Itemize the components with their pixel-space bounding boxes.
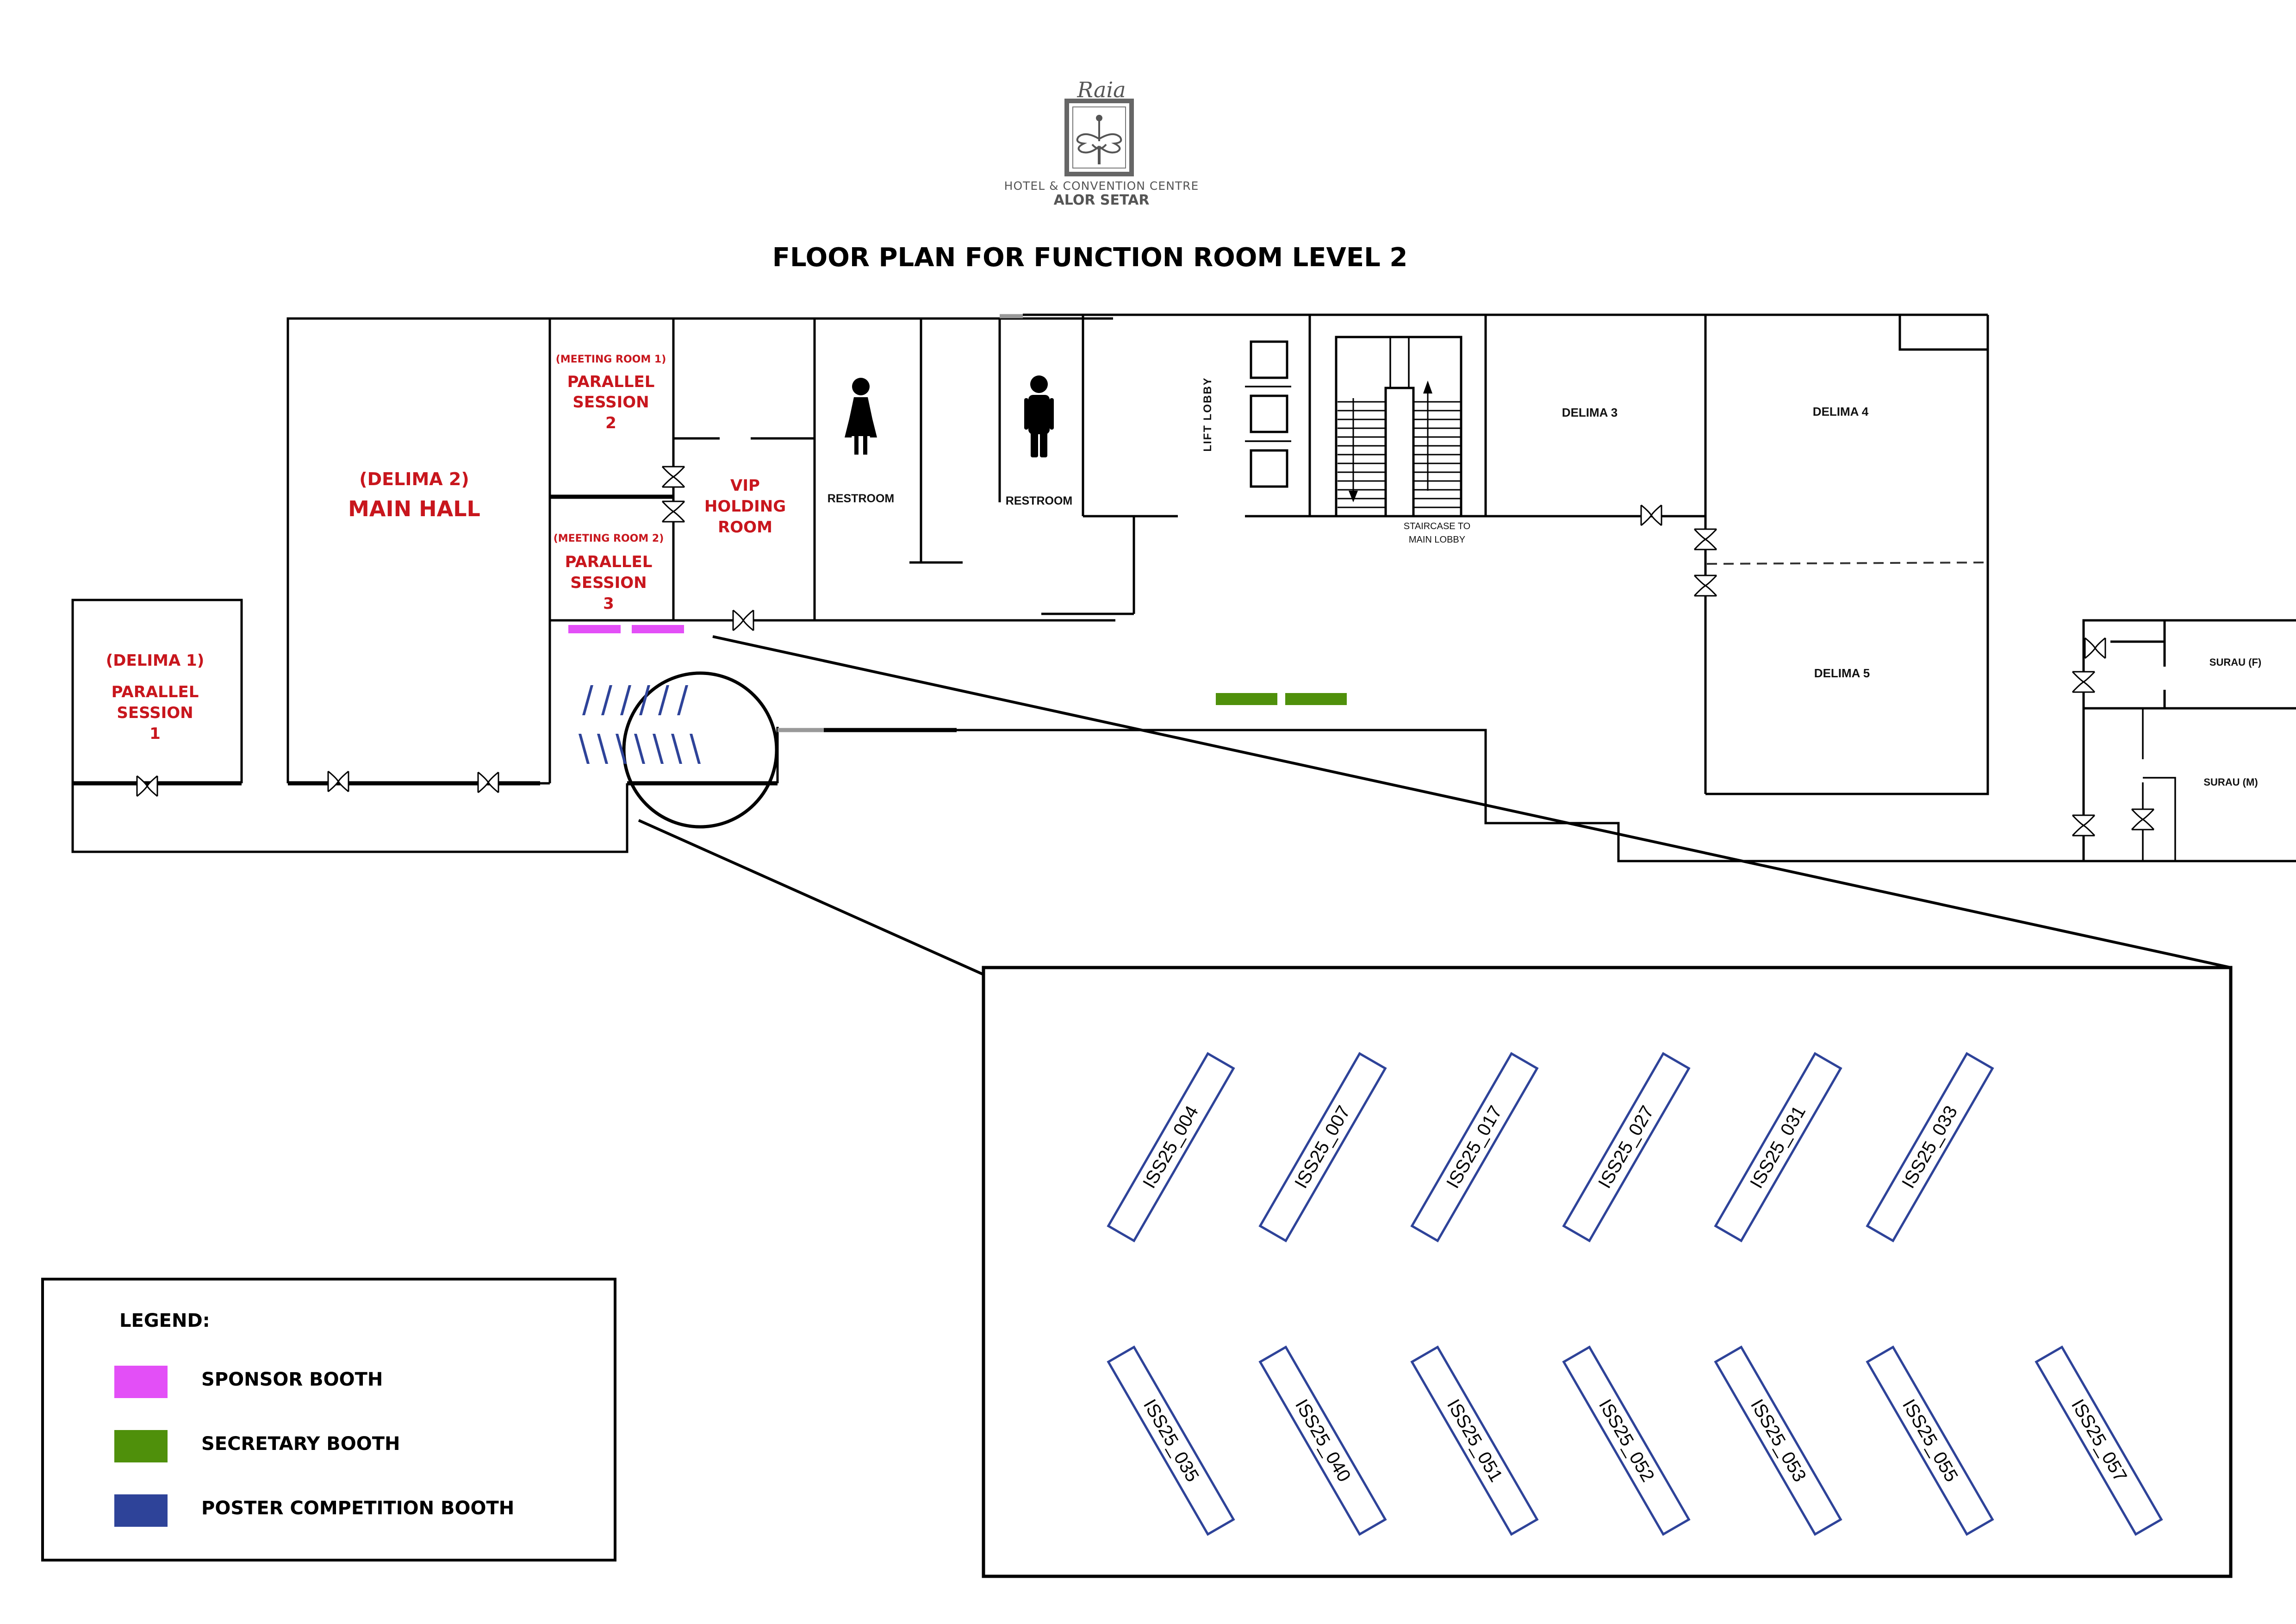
surau-m-label: SURAU (M)	[2203, 776, 2258, 788]
female-restroom-icon	[845, 378, 877, 455]
room-delima-1: (DELIMA 1) PARALLEL SESSION 1	[106, 651, 204, 743]
hibiscus-icon	[1076, 115, 1122, 164]
legend-label-sponsor: SPONSOR BOOTH	[201, 1369, 383, 1390]
mini-poster-booth	[690, 734, 701, 764]
poster-zoom-panel	[982, 966, 2233, 1578]
vip-line2: HOLDING	[704, 497, 786, 516]
meeting-1-line3: 2	[605, 414, 616, 432]
main-hall-name: MAIN HALL	[348, 496, 480, 521]
meeting-1-tag: (MEETING ROOM 1)	[556, 354, 666, 365]
legend-swatch-sponsor	[114, 1366, 168, 1398]
legend-swatch-secretary	[114, 1430, 168, 1462]
meeting-2-line2: SESSION	[570, 574, 647, 592]
vip-line1: VIP	[730, 476, 760, 495]
poster-booth-outline	[1866, 1052, 1994, 1243]
delima-1-line3: 1	[149, 725, 161, 743]
poster-booth-outline	[2035, 1345, 2163, 1536]
poster-booth-outline	[1258, 1345, 1387, 1536]
sponsor-booths	[568, 625, 684, 633]
mini-poster-booth	[597, 734, 608, 764]
poster-booth-outline	[1410, 1345, 1539, 1536]
poster-booth-outline	[1714, 1345, 1842, 1536]
staircase-label-2: MAIN LOBBY	[1409, 535, 1465, 545]
restroom-f-label: RESTROOM	[828, 492, 894, 505]
staircase-label-1: STAIRCASE TO	[1404, 521, 1470, 531]
surau-f-label: SURAU (F)	[2209, 656, 2261, 668]
hotel-logo: Raia HOTEL & CONVENTION CENTRE ALOR SETA…	[1004, 77, 1199, 208]
male-restroom-icon	[1024, 375, 1054, 457]
mini-poster-booth	[634, 734, 645, 764]
logo-frame	[1064, 99, 1134, 176]
poster-booth-outline	[1714, 1052, 1842, 1243]
delima-4-label: DELIMA 4	[1813, 405, 1869, 418]
legend-swatch-poster	[114, 1494, 168, 1527]
delima-1-line2: SESSION	[117, 704, 193, 722]
sponsor-booth[interactable]	[632, 625, 684, 633]
poster-booth-outline	[1410, 1052, 1539, 1243]
legend-label-secretary: SECRETARY BOOTH	[201, 1433, 400, 1455]
logo-line2: ALOR SETAR	[1054, 192, 1150, 208]
room-meeting-2: (MEETING ROOM 2) PARALLEL SESSION 3	[554, 533, 664, 613]
meeting-1-line1: PARALLEL	[567, 373, 655, 391]
lift-lobby-label: LIFT LOBBY	[1201, 377, 1214, 451]
mini-poster-booth	[582, 685, 593, 715]
mini-poster-booth	[620, 685, 631, 715]
secretary-booth[interactable]	[1216, 693, 1277, 705]
room-vip-holding: VIP HOLDING ROOM	[704, 476, 786, 537]
room-meeting-1: (MEETING ROOM 1) PARALLEL SESSION 2	[556, 354, 666, 432]
meeting-2-tag: (MEETING ROOM 2)	[554, 533, 664, 544]
mini-poster-booth	[579, 734, 590, 764]
mini-poster-booth	[616, 734, 627, 764]
sponsor-booth[interactable]	[568, 625, 621, 633]
logo-brand: Raia	[1076, 77, 1126, 102]
main-hall-tag: (DELIMA 2)	[359, 469, 469, 489]
poster-booth-outline	[1107, 1052, 1235, 1243]
legend: LEGEND: SPONSOR BOOTH SECRETARY BOOTH PO…	[41, 1278, 616, 1562]
meeting-2-line3: 3	[603, 594, 614, 613]
vip-line3: ROOM	[718, 518, 772, 537]
poster-booth-outline	[1258, 1052, 1387, 1243]
legend-title: LEGEND:	[119, 1310, 210, 1331]
legend-label-poster: POSTER COMPETITION BOOTH	[201, 1498, 514, 1519]
floor-plan	[71, 313, 2296, 862]
secretary-booths	[1216, 693, 1347, 705]
page-title: FLOOR PLAN FOR FUNCTION ROOM LEVEL 2	[772, 243, 1408, 273]
mini-poster-booth	[653, 734, 664, 764]
delima-5-label: DELIMA 5	[1814, 666, 1870, 680]
mini-poster-booth	[671, 734, 682, 764]
delima-1-tag: (DELIMA 1)	[106, 651, 204, 670]
mini-poster-booth	[677, 685, 688, 715]
meeting-1-line2: SESSION	[572, 393, 649, 412]
poster-booth-outline	[1866, 1345, 1994, 1536]
delima-1-line1: PARALLEL	[112, 683, 199, 701]
delima-3-label: DELIMA 3	[1562, 406, 1618, 419]
poster-booth-outline	[1562, 1052, 1691, 1243]
mini-poster-booth	[639, 685, 650, 715]
room-main-hall: (DELIMA 2) MAIN HALL	[348, 469, 480, 521]
poster-area-callout	[579, 635, 2231, 976]
restroom-m-label: RESTROOM	[1006, 494, 1072, 507]
secretary-booth[interactable]	[1285, 693, 1347, 705]
meeting-2-line1: PARALLEL	[565, 553, 653, 571]
poster-booth-outline	[1562, 1345, 1691, 1536]
logo-line1: HOTEL & CONVENTION CENTRE	[1004, 179, 1199, 193]
mini-poster-booth	[601, 685, 612, 715]
staircase-icon	[1335, 336, 1462, 518]
mini-poster-booth	[658, 685, 669, 715]
poster-booth-outline	[1107, 1345, 1235, 1536]
